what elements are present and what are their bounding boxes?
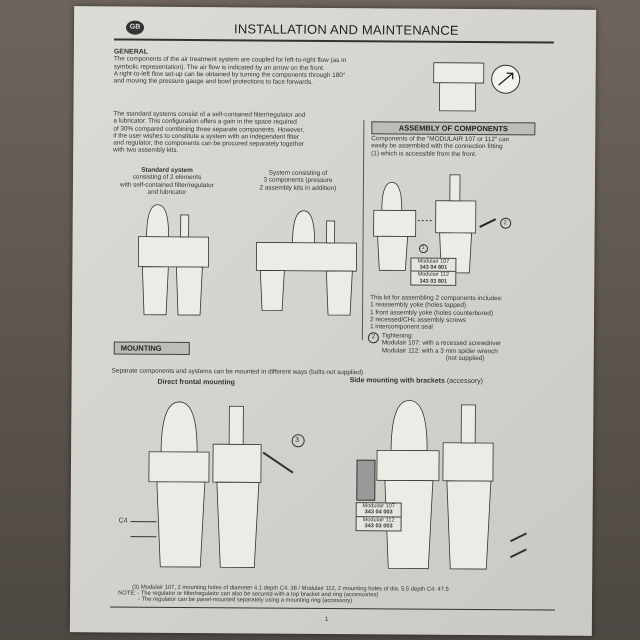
callout-2: 2	[503, 220, 507, 227]
text-line: (1) which is accessible from the front.	[371, 149, 477, 158]
part-code: 343 03 801	[419, 278, 448, 285]
caption-line: and lubricator	[147, 188, 187, 196]
callout-1: 1	[421, 244, 425, 251]
model-name: Modulair 112	[411, 270, 456, 279]
caption-line: 2 assembly kits in addition)	[259, 184, 337, 192]
assembly-heading: ASSEMBLY OF COMPONENTS	[371, 121, 536, 136]
tightening-text: Tightening: Modulair 107: with a recesse…	[382, 332, 572, 363]
text-line: with two assembly kits.	[113, 146, 179, 155]
assembly-exploded-illustration	[373, 174, 512, 274]
side-mounting-illustration	[356, 400, 527, 570]
mounting-intro: Separate components and systems can be m…	[111, 367, 364, 377]
three-component-unit-illustration	[255, 210, 357, 316]
c4-dimension-label: C4	[118, 517, 128, 525]
assembly-kit-codes: Modulair 107 343 04 801 Modulair 112 343…	[410, 257, 457, 286]
tightening-line: (not supplied)	[445, 354, 485, 362]
column-divider	[361, 120, 365, 341]
language-badge: GB	[125, 20, 145, 35]
flow-direction-illustration	[433, 62, 521, 112]
side-mounting-label: Side mounting with brackets	[349, 377, 445, 385]
callout-3: 3	[295, 436, 300, 444]
bracket-codes: Modulair 107 343 04 003 Modulair 112 343…	[355, 502, 402, 532]
general-line: and moving the pressure gauge and bowl p…	[113, 77, 313, 87]
footer-rule	[109, 606, 555, 611]
kit-item: 1 intercomponent seal	[369, 323, 433, 331]
three-component-caption: System consisting of 3 components (press…	[243, 169, 353, 192]
side-mounting-title: Side mounting with brackets (accessory)	[350, 377, 483, 385]
assembly-text: Components of the "MODULAIR 107 or 112" …	[371, 135, 541, 158]
model-name: Modulair 112	[356, 515, 401, 524]
kit-contents: This kit for assembling 2 components inc…	[370, 294, 560, 332]
manual-page: GB INSTALLATION AND MAINTENANCE GENERAL …	[69, 6, 597, 636]
page-title: INSTALLATION AND MAINTENANCE	[233, 21, 459, 38]
mounting-heading: MOUNTING	[113, 341, 190, 356]
direct-mounting-illustration	[130, 401, 305, 568]
title-rule	[113, 38, 554, 44]
general-section: GENERAL The components of the air treatm…	[114, 48, 444, 87]
page-number: 1	[324, 615, 329, 623]
standard-systems-text: The standard systems consist of a self-c…	[113, 110, 353, 155]
note-label: NOTE:	[118, 590, 136, 597]
callout-2-tightening: 2	[367, 332, 379, 344]
part-code: 343 03 003	[364, 523, 393, 530]
side-mounting-note: (accessory)	[446, 377, 484, 386]
direct-mounting-title: Direct frontal mounting	[157, 378, 235, 387]
two-element-unit-illustration	[137, 204, 209, 316]
footnotes: (3) Modulair 107, 2 mounting holes of di…	[118, 585, 558, 607]
arrow-icon	[498, 72, 514, 86]
standard-system-caption: Standard system consisting of 2 elements…	[107, 166, 227, 196]
